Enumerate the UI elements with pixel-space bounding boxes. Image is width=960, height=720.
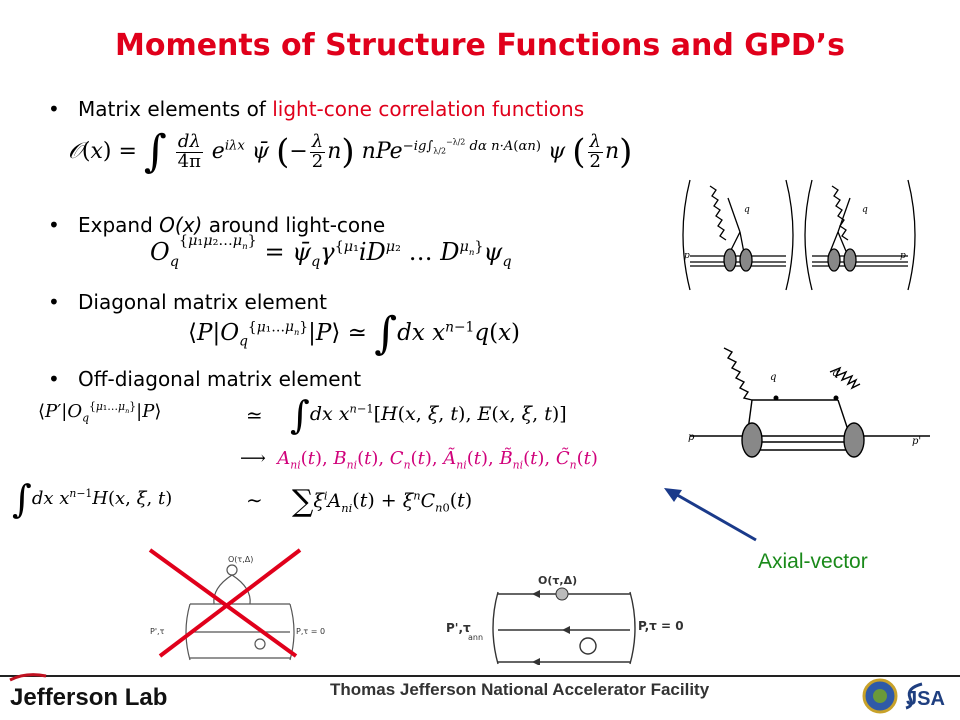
label-q-2: q <box>862 205 868 215</box>
equation-sum: ∑ξiAni(t) + ξnCn0(t) <box>292 484 473 519</box>
jlab-swoosh-icon <box>9 673 47 682</box>
label-dvcs-pprime: p' <box>912 436 921 447</box>
equation-diagonal: ⟨P|Oq{μ₁…μn}|P⟩ ≃ ∫dx xn−1q(x) <box>188 308 521 359</box>
equation-operator-expansion: Oq{μ₁μ₂…μn} = ψ̄qγ{μ₁iDμ₂ … Dμn}ψq <box>150 233 512 270</box>
label-pout-center: P,τ = 0 <box>638 619 684 633</box>
label-q: q <box>744 205 750 215</box>
label-op-center: O(τ,Δ) <box>538 574 577 587</box>
equation-form-factors: ⟶ Ani(t), Bni(t), Cn(t), Ãni(t), B̃ni(t)… <box>240 448 598 472</box>
label-dvcs-qprime: q' <box>832 368 841 379</box>
operator-vertex-icon <box>555 587 569 601</box>
label-p-2: p <box>900 251 906 261</box>
bullet-text: Matrix elements of <box>78 97 266 121</box>
label-op-left: O(τ,Δ) <box>228 555 253 564</box>
equation-polynomiality: ∫dx xn−1H(x, ξ, t) <box>12 477 173 521</box>
equation-off-diagonal: ⟨P′|Oq{μ₁…μn}|P⟩ <box>38 400 162 425</box>
axial-vector-label: Axial-vector <box>758 550 868 573</box>
red-cross-line-1 <box>148 548 298 658</box>
equation-gpd-integral: ∫dx xn−1[H(x, ξ, t), E(x, ξ, t)] <box>290 393 567 437</box>
footer-divider <box>0 675 960 677</box>
label-dvcs-q: q <box>770 372 776 383</box>
label-p: p <box>684 251 690 261</box>
label-pin-left: P',τ <box>150 627 165 636</box>
label-pin-center: P',τ <box>446 621 471 635</box>
slide-title: Moments of Structure Functions and GPD’s <box>114 28 846 63</box>
axial-arrow <box>671 490 757 542</box>
red-cross-line-2 <box>158 548 302 658</box>
jsa-swirl-icon <box>905 682 923 710</box>
facility-name: Thomas Jefferson National Accelerator Fa… <box>330 680 710 699</box>
label-pin-sub: ann <box>468 633 483 642</box>
footer <box>0 665 960 720</box>
label-dvcs-p: p <box>688 432 695 443</box>
jefferson-lab-logo: Jefferson Lab <box>10 684 168 711</box>
equation-similar-sign: ≃ <box>246 403 263 427</box>
label-pout-left: P,τ = 0 <box>296 627 325 636</box>
doe-seal-icon <box>862 678 898 714</box>
jsa-logo: JSA <box>906 688 945 710</box>
highlight-text: light-cone correlation functions <box>272 97 585 121</box>
